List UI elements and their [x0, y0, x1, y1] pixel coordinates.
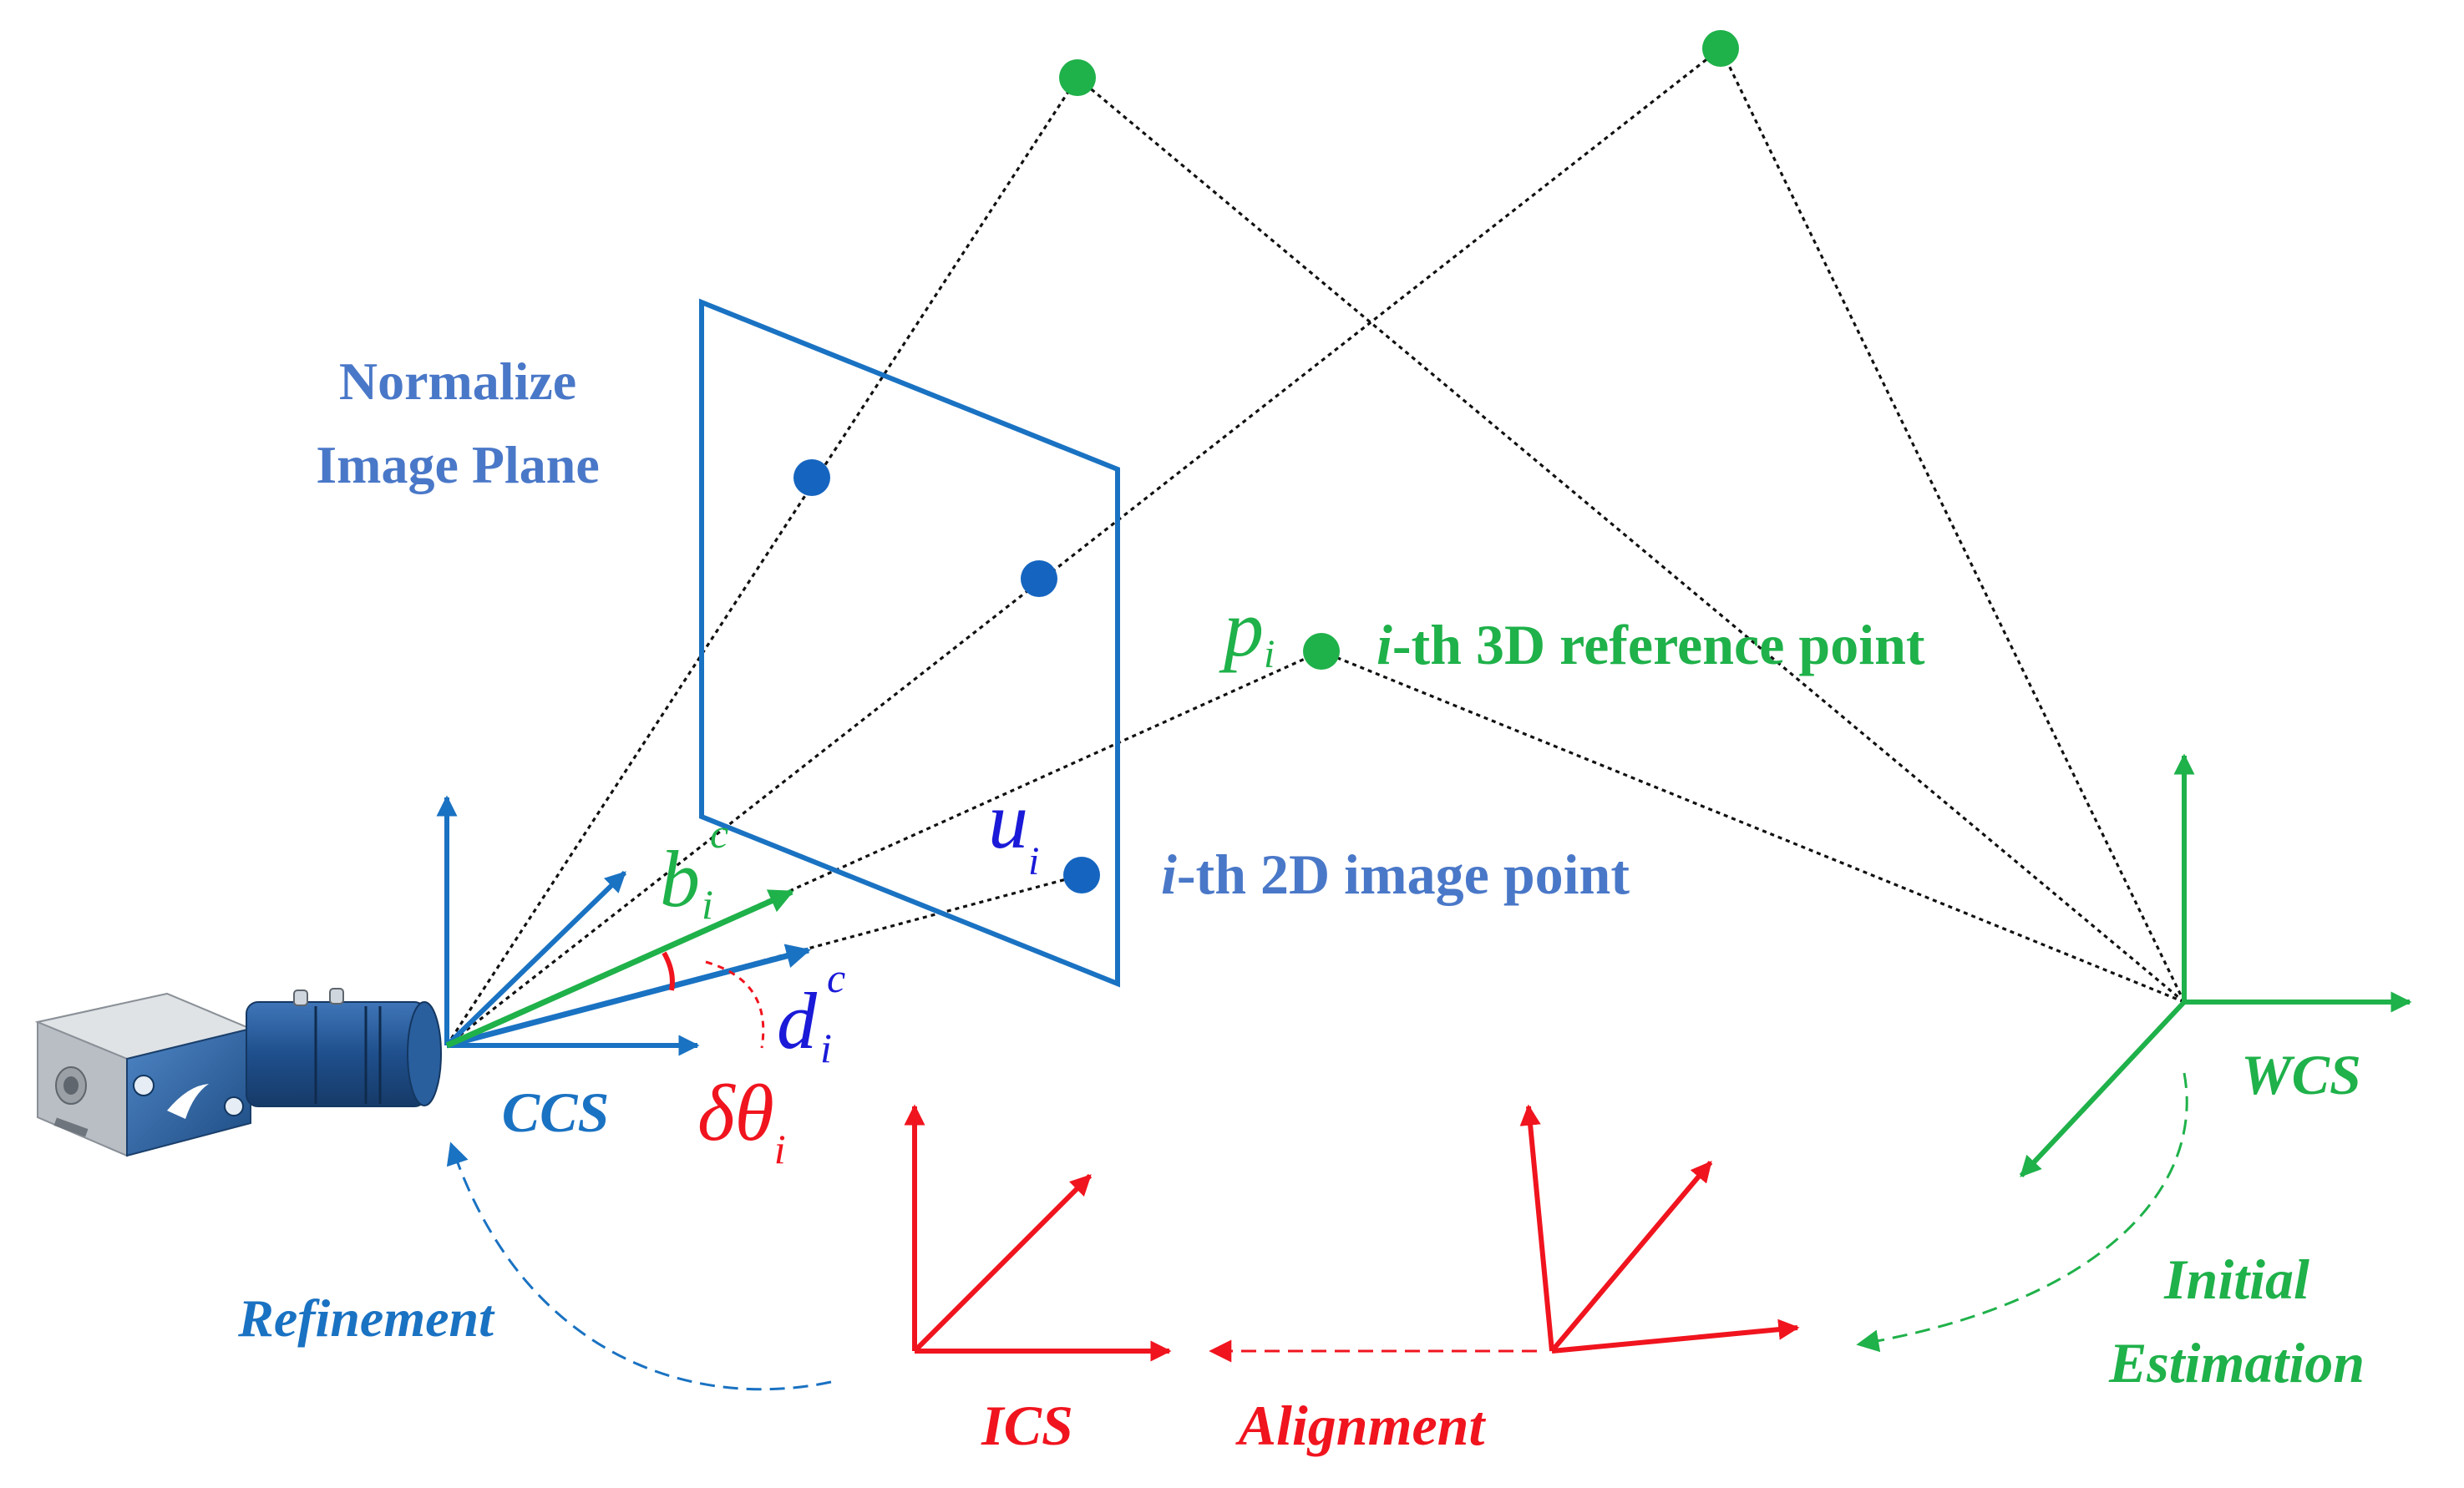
image-point-label: i-th 2D image point — [1161, 843, 1630, 906]
ray-wcs-to-point-b — [1719, 48, 2186, 1003]
image-point-label-prefix: i — [1161, 843, 1177, 906]
wcs-axis-diag — [2019, 1000, 2187, 1178]
symbol-u-sub: i — [1028, 839, 1039, 883]
ics-label: ICS — [981, 1394, 1073, 1457]
symbol-u-main: u — [988, 776, 1028, 865]
symbol-b-sup: c — [710, 810, 728, 857]
b-vector-arrow — [445, 888, 794, 1049]
symbol-u: ui — [988, 776, 1039, 883]
angle-leader — [705, 960, 765, 1049]
reference-point-a — [1059, 59, 1096, 96]
symbol-d-sup: c — [827, 954, 845, 1001]
ccs-axes — [436, 795, 811, 1056]
ray-wcs-to-point-a — [1076, 76, 2186, 1004]
symbol-dtheta: δθi — [697, 1068, 786, 1172]
aligned-axis-diag — [1549, 1161, 1713, 1353]
wcs-label: WCS — [2241, 1043, 2361, 1106]
aligned-axis-right — [1551, 1318, 1800, 1354]
symbol-d: d — [777, 976, 818, 1065]
symbol-dtheta-sub: i — [774, 1126, 786, 1172]
ray-ccs-to-point-b — [446, 47, 1721, 1047]
ray-ccs-to-point-a — [445, 77, 1079, 1046]
industrial-camera-icon — [34, 988, 442, 1157]
symbol-p-sub: i — [1264, 632, 1275, 676]
reference-point-label: i-th 3D reference point — [1376, 613, 1925, 676]
aligned-frame-axes — [1519, 1104, 1800, 1354]
ics-axes — [904, 1104, 1172, 1362]
refinement-arrow — [446, 1141, 832, 1391]
normalize-label-line2: Image Plane — [316, 435, 600, 494]
symbol-p-main: p — [1219, 584, 1264, 673]
reference-point-label-prefix: i — [1376, 613, 1392, 676]
alignment-label: Alignment — [1235, 1394, 1487, 1457]
refinement-label: Refinement — [237, 1288, 495, 1348]
wcs-axes — [2019, 753, 2412, 1178]
symbol-d-sub: i — [820, 1025, 832, 1071]
ccs-label: CCS — [502, 1081, 610, 1144]
d-vector-arrow — [446, 944, 811, 1049]
normalize-label-line1: Normalize — [339, 352, 576, 411]
image-point-label-rest: -th 2D image point — [1177, 843, 1630, 906]
image-point-b — [1021, 560, 1057, 597]
symbol-dtheta-main: δθ — [697, 1068, 774, 1157]
initial-estimation-line2: Estimation — [2108, 1331, 2365, 1394]
reference-point-p — [1303, 633, 1340, 670]
image-point-a — [793, 459, 830, 496]
initial-estimation-line1: Initial — [2163, 1248, 2309, 1311]
ics-axis-diag — [912, 1173, 1093, 1354]
symbol-p: pi — [1219, 584, 1275, 676]
reference-point-b — [1702, 30, 1739, 67]
ccs-axis-diag — [444, 870, 627, 1048]
image-point-u — [1063, 857, 1100, 893]
symbol-b: b — [660, 834, 700, 924]
angle-arc — [662, 951, 675, 991]
initial-estimation-arrow — [1856, 1072, 2188, 1353]
reference-point-label-rest: -th 3D reference point — [1392, 613, 1925, 676]
ray-wcs-to-point-p — [1321, 650, 2185, 1004]
symbol-b-sub: i — [702, 881, 713, 928]
aligned-axis-up — [1519, 1104, 1554, 1352]
image-plane — [699, 298, 1120, 988]
